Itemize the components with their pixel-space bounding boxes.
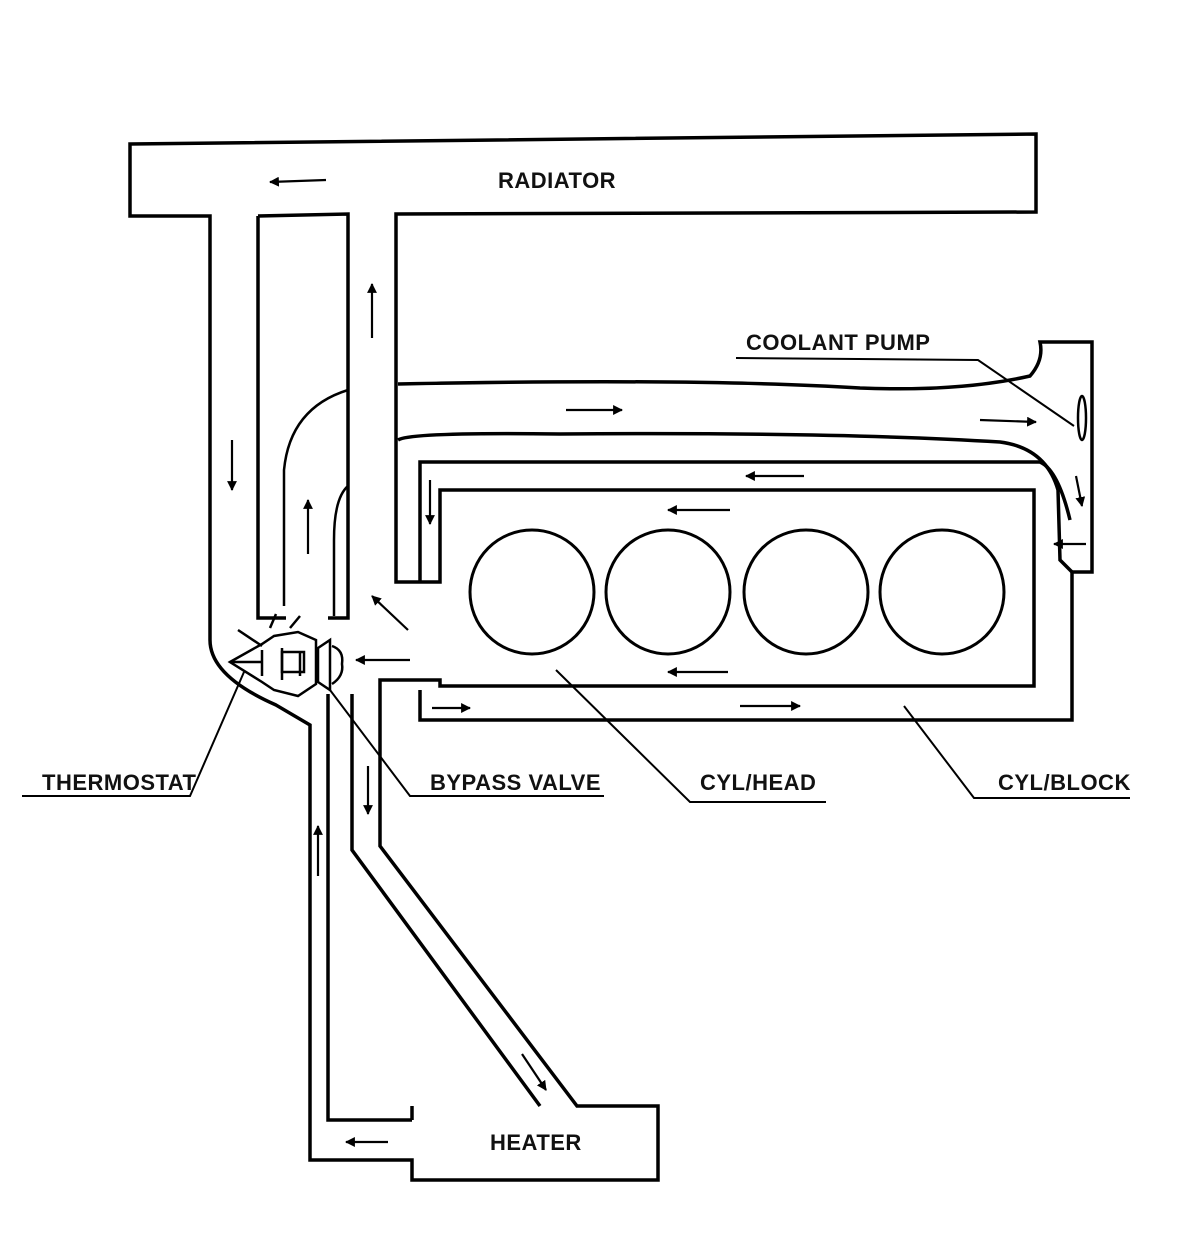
coolant-pump-leader bbox=[735, 357, 1075, 427]
cyl-head-label: CYL/HEAD bbox=[700, 770, 816, 795]
leader-lines bbox=[22, 357, 1130, 803]
flow-arrows bbox=[227, 176, 1086, 1147]
cyl-head-leader bbox=[555, 669, 826, 803]
cyl-block-leader bbox=[903, 705, 1130, 799]
flow-arrow bbox=[1074, 475, 1086, 507]
labels: RADIATOR COOLANT PUMP THERMOSTAT BYPASS … bbox=[42, 168, 1131, 1155]
cylinder-head-bores bbox=[468, 528, 1006, 656]
flow-arrow bbox=[521, 1053, 547, 1091]
heater-hoses bbox=[326, 694, 542, 1122]
radiator bbox=[128, 132, 1038, 1182]
thermostat-symbol bbox=[227, 613, 318, 698]
radiator-label: RADIATOR bbox=[498, 168, 616, 193]
upper-coolant-passage bbox=[282, 340, 1094, 722]
coolant-pump-impeller bbox=[1076, 394, 1088, 442]
flow-arrow bbox=[371, 595, 409, 631]
flow-arrow bbox=[979, 416, 1037, 427]
thermostat-label: THERMOSTAT bbox=[42, 770, 197, 795]
cyl-block-label: CYL/BLOCK bbox=[998, 770, 1131, 795]
bypass-valve-leader bbox=[329, 689, 604, 797]
coolant-pump-label: COOLANT PUMP bbox=[746, 330, 930, 355]
bypass-valve-label: BYPASS VALVE bbox=[430, 770, 601, 795]
flow-arrow bbox=[269, 176, 327, 187]
thermostat-leader bbox=[22, 671, 245, 797]
bypass-valve-symbol bbox=[316, 637, 344, 693]
heater-label: HEATER bbox=[490, 1130, 582, 1155]
